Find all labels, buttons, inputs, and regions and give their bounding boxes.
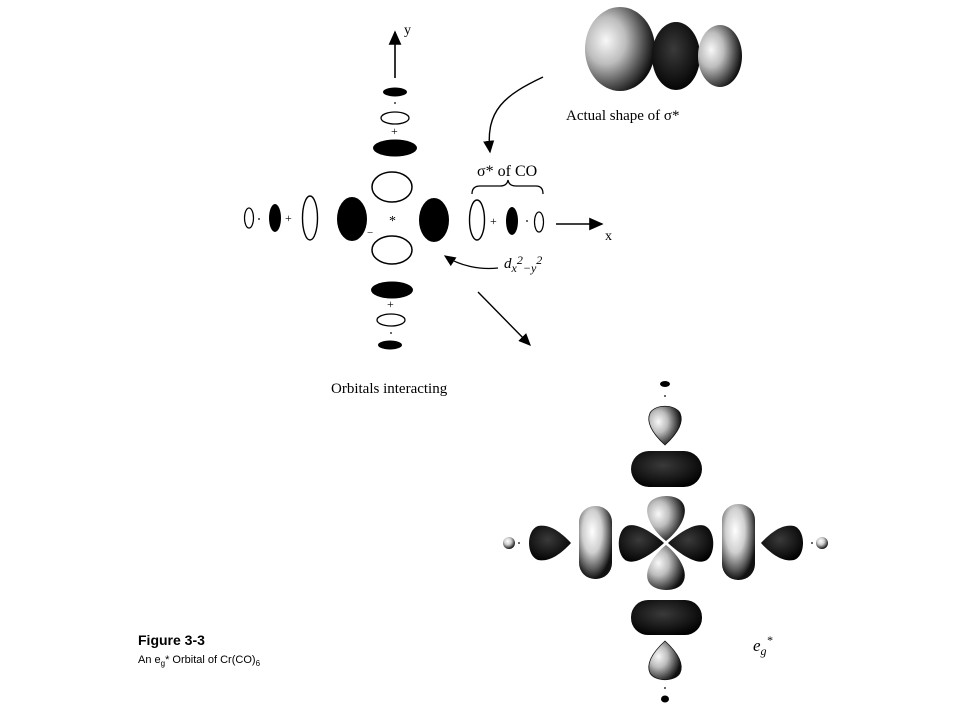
eg-bottom-node [664, 687, 666, 689]
eg-top-tiny-lobe [660, 381, 670, 387]
eg-center-lobe-bottom [647, 545, 685, 590]
sigma-star-shape-large-lobe [585, 7, 655, 91]
eg-left-dark-drop [529, 525, 571, 561]
node-dot-left [258, 218, 260, 220]
node-dot-top [394, 102, 396, 104]
dx2y2-sub-y: y [530, 261, 537, 275]
eg-bottom-dark-bar [631, 600, 702, 635]
eg-left-node [518, 542, 520, 544]
sign-minus-center: − [367, 227, 373, 239]
dx2y2-minus: − [523, 261, 531, 275]
caption-sub-g: g [161, 659, 165, 668]
dx2y2-label: dx2−y2 [504, 253, 542, 275]
dx2y2-sub-x: x [511, 261, 518, 275]
lobe-left-small-open [243, 207, 255, 229]
sigma-star-shape-small-lobe [698, 25, 742, 87]
center-star: * [389, 214, 396, 229]
eg-top-drop-lobe [648, 405, 682, 446]
orbitals-interacting-label: Orbitals interacting [331, 381, 448, 397]
sign-plus-bottom: + [387, 297, 394, 311]
eg-right-light-bar [722, 504, 755, 580]
dx2y2-base: d [504, 256, 512, 272]
eg-right-node [811, 542, 813, 544]
eg-right-tiny-sphere [816, 537, 828, 549]
eg-top-dark-bar [631, 451, 702, 487]
y-axis-label: y [404, 23, 411, 38]
sign-plus-right: + [490, 214, 497, 228]
caption-text: An eg* Orbital of Cr(CO)6 [138, 654, 261, 668]
sign-plus-left: + [285, 211, 292, 225]
x-axis-label: x [605, 229, 612, 244]
eg-bottom-tiny-lobe [661, 695, 669, 703]
lobe-right-small-open [533, 211, 545, 233]
node-dot-right [526, 220, 528, 222]
lobe-left-large-open [301, 195, 319, 241]
diagonal-arrow-to-result [477, 291, 531, 346]
lobe-top-large-filled [373, 139, 417, 157]
curved-arrow-actual-shape [483, 76, 544, 154]
caption-sub-6: 6 [256, 659, 261, 668]
d-lobe-left-filled [337, 197, 367, 241]
d-lobe-bottom-open [371, 235, 413, 265]
sign-plus-top: + [391, 124, 398, 138]
lobe-top-small-filled [383, 87, 407, 97]
lobe-right-large-open [468, 199, 486, 241]
lobe-right-filled [506, 207, 518, 235]
lobe-bottom-large-filled [371, 281, 413, 299]
caption-mid: * Orbital of Cr(CO) [165, 654, 255, 666]
node-dot-bottom [390, 332, 392, 334]
d-lobe-top-open [371, 171, 413, 203]
caption-prefix: An e [138, 654, 161, 666]
eg-bottom-drop-lobe [648, 640, 682, 681]
dx2y2-exp-1: 2 [517, 253, 523, 267]
dx2y2-exp-2: 2 [536, 253, 542, 267]
actual-shape-label: Actual shape of σ* [566, 108, 679, 124]
eg-star-sub: g [761, 644, 767, 658]
sigma-co-label: σ* of CO [477, 163, 537, 180]
caption-title: Figure 3-3 [138, 632, 205, 648]
eg-right-dark-drop [761, 525, 803, 561]
eg-center-lobe-top [647, 496, 685, 541]
eg-star-label: eg* [753, 633, 773, 658]
eg-top-node [664, 395, 666, 397]
eg-center-lobe-left [618, 525, 664, 562]
lobe-top-small-open [380, 111, 410, 125]
eg-star-sup: * [767, 633, 773, 647]
lobe-left-filled [269, 204, 281, 232]
d-lobe-right-filled [419, 198, 449, 242]
sigma-star-shape-dark-lobe [652, 22, 700, 90]
lobe-bottom-small-open [376, 313, 406, 327]
dx2y2-arrow [443, 255, 499, 270]
eg-left-light-bar [579, 506, 612, 579]
lobe-bottom-small-filled [378, 340, 402, 350]
eg-center-lobe-right [668, 525, 714, 562]
eg-star-base: e [753, 636, 761, 655]
sigma-co-brace [471, 179, 544, 195]
eg-left-tiny-sphere [503, 537, 515, 549]
